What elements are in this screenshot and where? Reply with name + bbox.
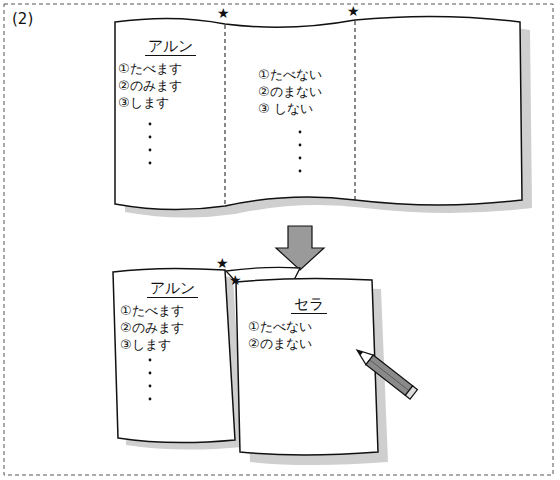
panel-heading: アルン [118, 36, 222, 60]
paper-panel: アルン ①たべます②のみます③します [120, 278, 224, 353]
panel-heading: アルン [120, 278, 224, 302]
verb-form: ③ しない [258, 100, 354, 117]
folded-back-page [113, 268, 235, 442]
verb-form: ①たべます [120, 302, 224, 319]
fold-line [225, 25, 226, 205]
down-arrow [276, 226, 324, 270]
frame [4, 4, 553, 475]
figure-number: (2) [12, 10, 33, 28]
name-heading: アルン [145, 37, 196, 56]
name-heading: セラ [291, 295, 327, 314]
dots [149, 359, 152, 401]
name-heading: アルン [147, 279, 198, 298]
paper-panel: アルン ①たべます②のみます③します [118, 36, 222, 111]
front-page [236, 278, 378, 455]
fold-line [355, 21, 356, 200]
unfolded-paper [115, 16, 522, 209]
verb-form: ③します [120, 336, 224, 353]
fold-star: ★ [347, 3, 360, 19]
verb-form: ②のみます [120, 319, 224, 336]
paper-panel: ①たべない②のまない③ しない [258, 66, 354, 117]
verb-form: ②のみます [118, 77, 222, 94]
verb-form: ②のまない [258, 83, 354, 100]
fold-star: ★ [216, 255, 229, 271]
panel-heading: セラ [248, 294, 370, 318]
verb-form: ③します [118, 94, 222, 111]
dots [149, 123, 302, 173]
fold-star: ★ [229, 272, 242, 288]
verb-form: ①たべない [248, 318, 370, 335]
verb-form: ①たべます [118, 60, 222, 77]
paper-panel: セラ ①たべない②のまない [248, 294, 370, 352]
verb-form: ①たべない [258, 66, 354, 83]
pencil [353, 345, 417, 399]
fold-star: ★ [217, 5, 230, 21]
verb-form: ②のまない [248, 335, 370, 352]
